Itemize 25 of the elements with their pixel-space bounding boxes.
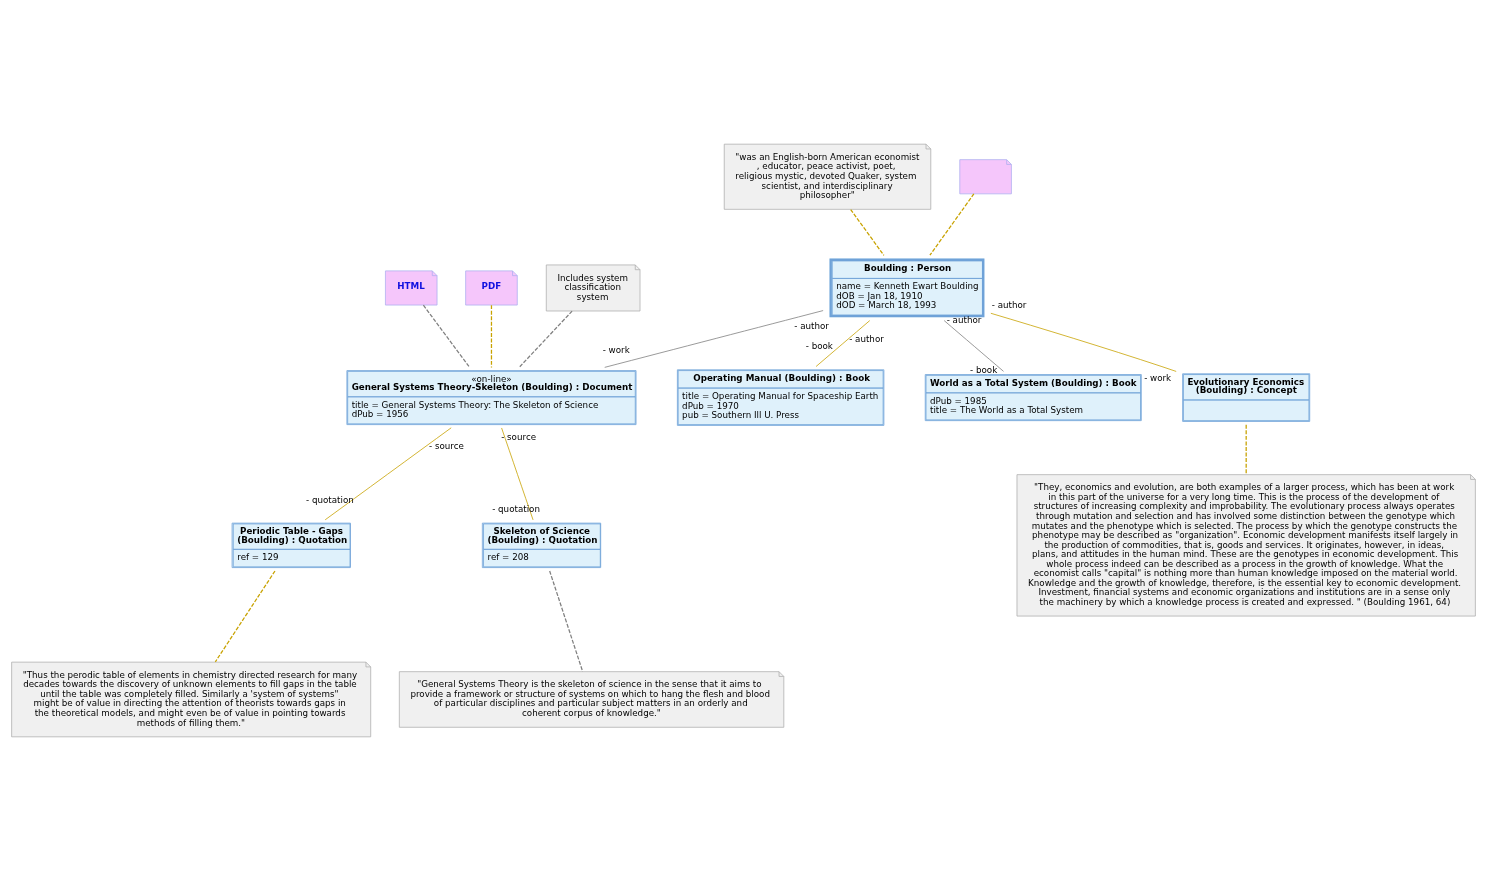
label: - work [1144,372,1172,383]
label: - author [946,315,982,326]
connector [850,208,885,256]
connector [324,427,452,521]
label: - work [602,345,630,356]
label: - quotation [306,494,354,505]
connector [490,304,493,368]
label: - book [970,365,998,376]
connector [990,312,1177,372]
connector [422,304,471,368]
label: - quotation [492,503,540,514]
connector [815,320,871,367]
connector [929,193,975,256]
connector [549,570,584,673]
connector [518,310,573,368]
label: - source [501,432,537,443]
connector [501,427,534,521]
connector [943,320,1004,372]
connector [604,310,824,368]
label: - book [805,341,833,352]
label: - source [429,441,464,452]
label: - author [991,299,1027,310]
connector [214,570,276,663]
label: - author [794,320,829,331]
label: - author [849,334,884,345]
